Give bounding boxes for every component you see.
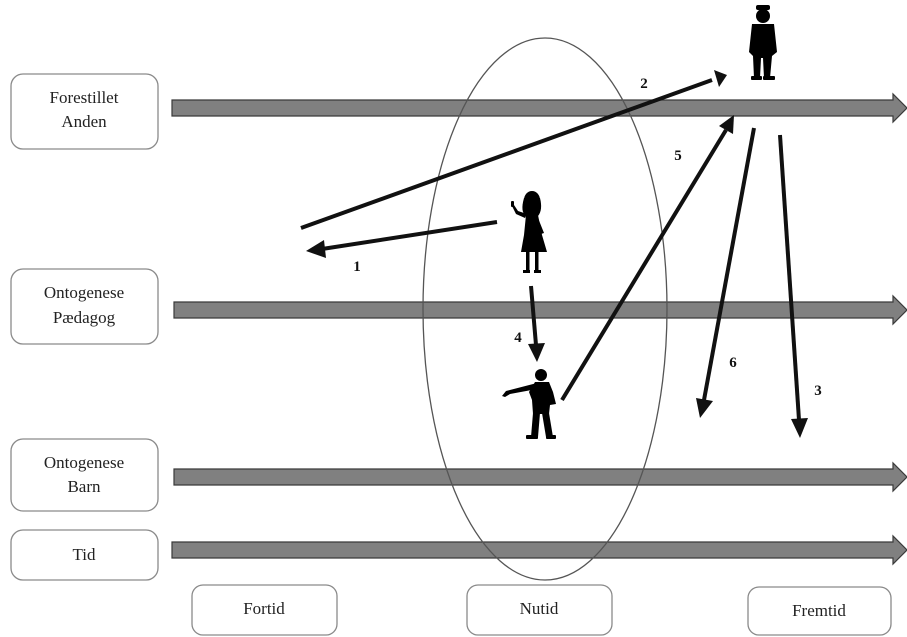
arrow-number-6: 6	[729, 355, 737, 371]
row-label-line2: Barn	[67, 477, 101, 496]
timeline-ontogenese-paedagog	[173, 294, 907, 326]
timeline-tid	[171, 534, 907, 566]
timeline-forestillet-anden	[171, 92, 907, 124]
row-label-box-ontogenese-barn: Ontogenese Barn	[10, 438, 159, 512]
arrow-number-1: 1	[353, 259, 361, 275]
time-label: Fremtid	[792, 601, 846, 620]
arrow-6	[696, 127, 756, 418]
row-label-box-tid: Tid	[10, 529, 159, 581]
row-label-line2: Pædagog	[53, 308, 116, 327]
row-label-line1: Tid	[72, 545, 96, 564]
time-label-box-fremtid: Fremtid	[747, 586, 892, 636]
present-ellipse	[422, 37, 668, 581]
time-label-box-fortid: Fortid	[191, 584, 338, 636]
arrow-number-4: 4	[514, 330, 522, 346]
row-label-line1: Ontogenese	[44, 283, 124, 302]
time-label: Nutid	[520, 599, 559, 618]
time-label: Fortid	[243, 599, 285, 618]
arrow-5	[560, 115, 734, 402]
row-label-line2: Anden	[61, 112, 107, 131]
timeline-ontogenese-barn	[173, 461, 907, 493]
row-label-line1: Ontogenese	[44, 453, 124, 472]
row-label-line1: Forestillet	[50, 88, 119, 107]
arrow-number-3: 3	[814, 383, 822, 399]
arrow-2	[300, 70, 727, 230]
girl-figure-icon	[511, 191, 547, 273]
pointing-man-figure-icon	[502, 369, 556, 439]
row-label-box-ontogenese-paedagog: Ontogenese Pædagog	[10, 268, 159, 345]
arrow-number-5: 5	[674, 148, 682, 164]
arrow-4	[528, 285, 545, 362]
row-label-box-forestillet-anden: Forestillet Anden	[10, 73, 159, 150]
arrow-number-2: 2	[640, 76, 648, 92]
time-label-box-nutid: Nutid	[466, 584, 613, 636]
standing-adult-figure-icon	[749, 5, 777, 80]
arrow-1	[306, 220, 498, 258]
arrow-3	[778, 134, 808, 438]
